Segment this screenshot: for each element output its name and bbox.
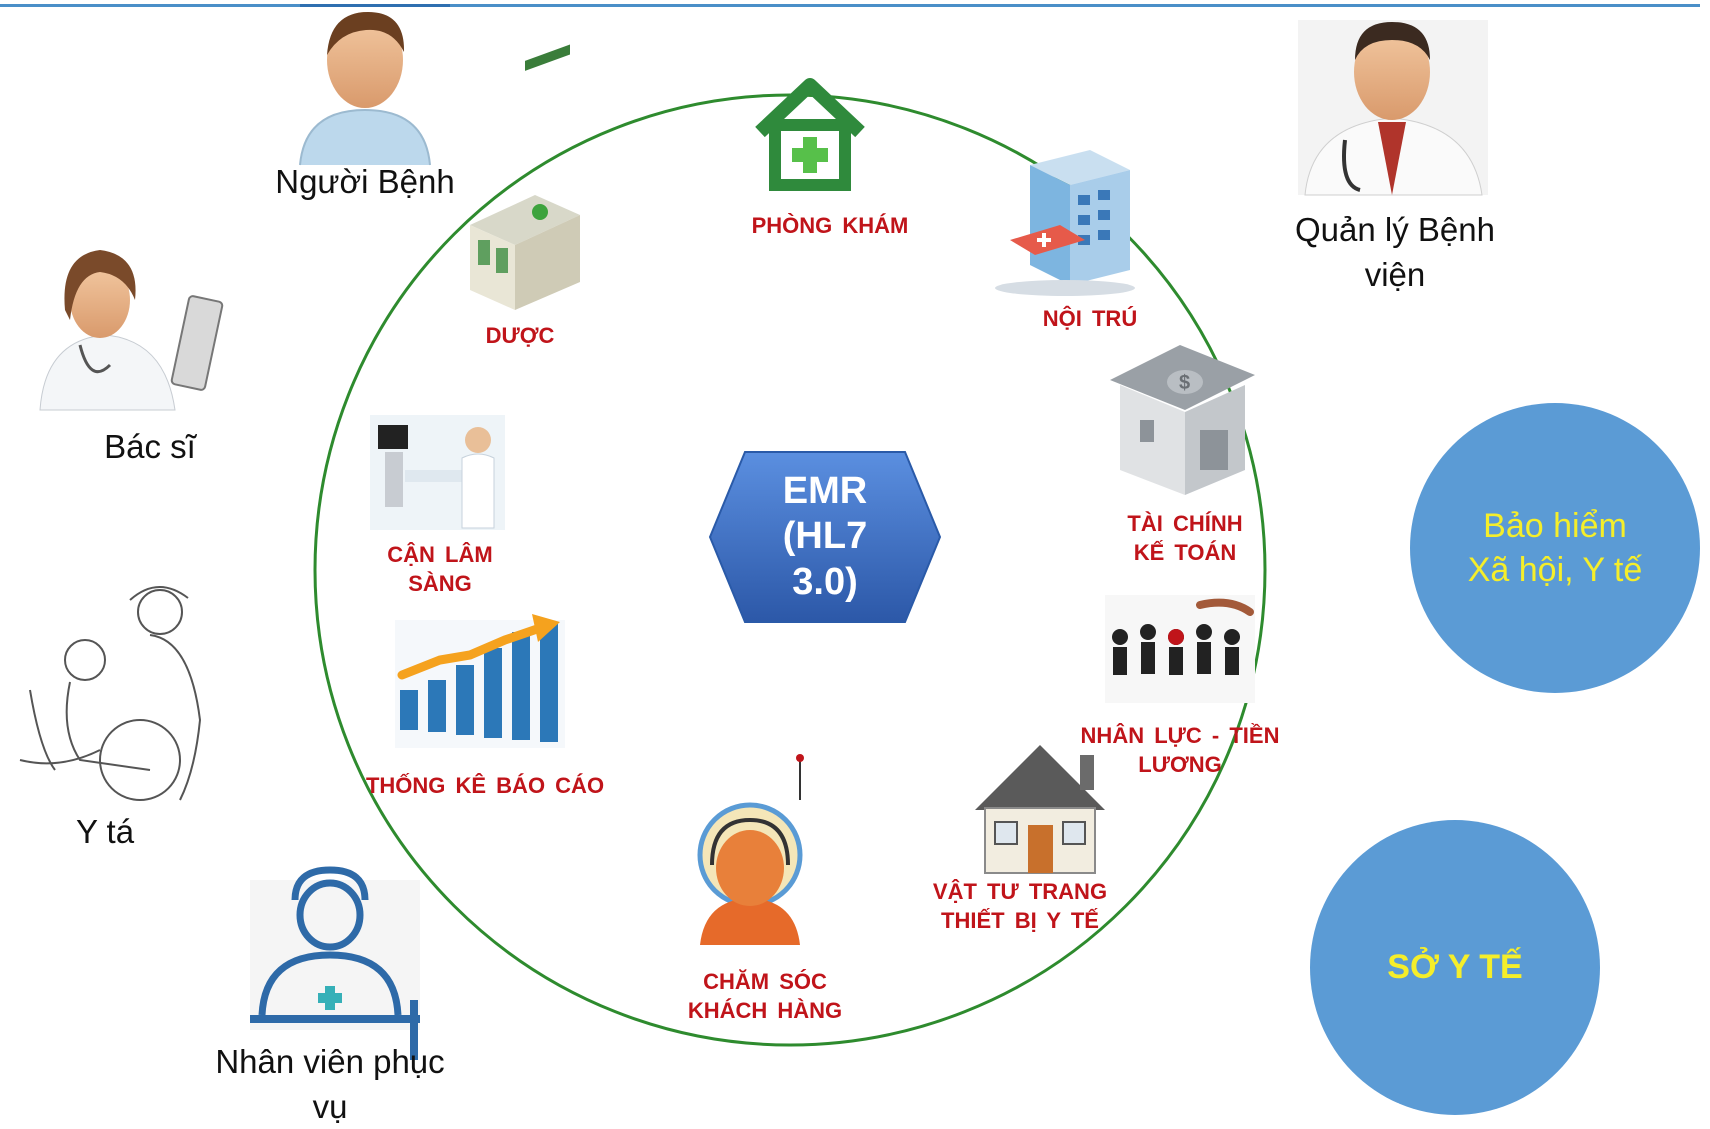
patient-icon: [299, 12, 431, 166]
paraclinical-icon: [370, 415, 505, 530]
care-text-1: CHĂM SÓC: [703, 969, 827, 994]
hub-line-2: (HL7: [782, 515, 868, 558]
supplies-icon: [975, 745, 1105, 874]
module-paraclinical-label: CẬN LÂM SÀNG: [370, 541, 510, 598]
actor-manager-label: Quản lý Bệnh viện: [1270, 208, 1520, 297]
hub-line-1: EMR: [782, 469, 868, 512]
inpatient-icon: [995, 150, 1135, 296]
hr-icon: [1105, 595, 1255, 703]
statistics-text: THỐNG KÊ BÁO CÁO: [365, 773, 605, 798]
insurance-bubble: Bảo hiểm Xã hội, Y tế: [1410, 403, 1700, 693]
paraclinical-text-1: CẬN LÂM: [387, 542, 493, 567]
top-rule-accent: [300, 4, 450, 7]
staff-text-1: Nhân viên phục: [215, 1043, 445, 1080]
module-pharmacy-label: DƯỢC: [460, 322, 580, 351]
clinic-text: PHÒNG KHÁM: [751, 213, 909, 238]
module-hr-label: NHÂN LỰC - TIỀN LƯƠNG: [1060, 722, 1300, 779]
supplies-text-2: THIẾT BỊ Y TẾ: [941, 907, 1099, 933]
insurance-text-2: Xã hội, Y tế: [1467, 551, 1643, 589]
staff-text-2: vụ: [312, 1087, 348, 1125]
module-finance-label: TÀI CHÍNH KẾ TOÁN: [1095, 510, 1275, 567]
nurse-icon: [19, 586, 202, 801]
module-supplies-label: VẬT TƯ TRANG THIẾT BỊ Y TẾ: [905, 878, 1135, 935]
hub-line-3: 3.0): [792, 560, 858, 603]
patient-text: Người Bệnh: [275, 163, 455, 200]
clinic-icon: [755, 78, 865, 191]
staff-icon: [250, 866, 420, 1060]
top-rule: [0, 4, 1700, 7]
module-clinic-label: PHÒNG KHÁM: [700, 212, 960, 241]
pharmacy-text: DƯỢC: [485, 323, 555, 348]
manager-text-1: Quản lý Bệnh: [1295, 211, 1495, 248]
actor-doctor-label: Bác sĩ: [40, 425, 260, 470]
paraclinical-text-2: SÀNG: [408, 570, 472, 596]
nurse-text: Y tá: [75, 813, 135, 850]
module-care-label: CHĂM SÓC KHÁCH HÀNG: [665, 968, 865, 1025]
care-text-2: KHÁCH HÀNG: [687, 997, 843, 1023]
module-inpatient-label: NỘI TRÚ: [1010, 305, 1170, 334]
actor-patient-label: Người Bệnh: [255, 160, 475, 205]
finance-text-1: TÀI CHÍNH: [1127, 511, 1243, 536]
doctor-text: Bác sĩ: [104, 428, 196, 465]
svg-text:$: $: [1179, 372, 1190, 394]
department-text: SỞ Y TẾ: [1387, 948, 1523, 986]
supplies-text-1: VẬT TƯ TRANG: [932, 879, 1108, 904]
finance-text-2: KẾ TOÁN: [1133, 539, 1237, 565]
hr-text-2: LƯƠNG: [1138, 751, 1222, 777]
department-bubble: SỞ Y TẾ: [1310, 820, 1600, 1115]
care-icon: [697, 754, 804, 945]
manager-text-2: viện: [1364, 255, 1426, 293]
insurance-text-1: Bảo hiểm: [1483, 506, 1627, 545]
actor-staff-label: Nhân viên phục vụ: [190, 1040, 470, 1129]
manager-icon: [1298, 20, 1488, 196]
module-statistics-label: THỐNG KÊ BÁO CÁO: [355, 772, 615, 801]
statistics-icon: [395, 614, 565, 748]
actor-nurse-label: Y tá: [30, 810, 180, 855]
doctor-icon: [39, 250, 224, 411]
emr-hub: [708, 451, 942, 623]
emr-hub-label: EMR (HL7 3.0): [710, 452, 940, 622]
pharmacy-icon: [470, 44, 580, 310]
hr-text-1: NHÂN LỰC - TIỀN: [1080, 723, 1280, 748]
finance-icon: $: [1110, 345, 1255, 495]
inpatient-text: NỘI TRÚ: [1042, 306, 1138, 331]
